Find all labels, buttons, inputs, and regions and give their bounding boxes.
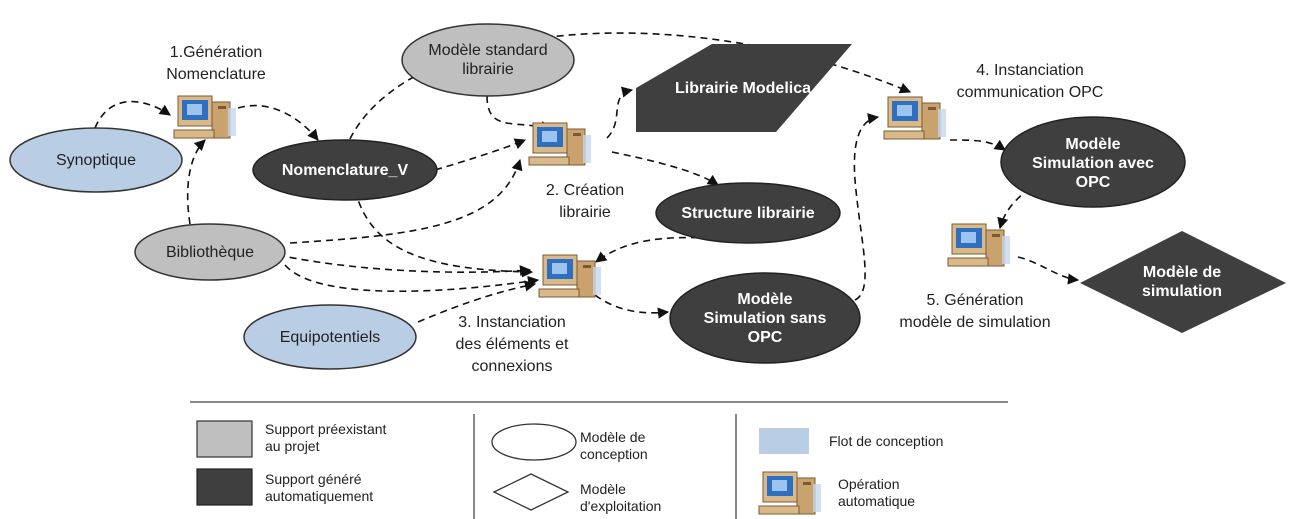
arrow-op2-to-modelica xyxy=(606,86,634,139)
arrow-bibliotheque2-to-op3 xyxy=(284,264,540,292)
node-modele-sans-opc-label: Modèle Simulation sans OPC xyxy=(703,290,827,346)
node-librairie-modelica-label: Librairie Modelica xyxy=(674,79,812,97)
computer-icon xyxy=(528,122,592,166)
arrow-op4-to-modele-avec xyxy=(949,139,1006,151)
node-equipotentiels xyxy=(243,304,417,370)
node-modele-de-simulation xyxy=(1080,231,1286,333)
step1-label: 1.Génération Nomenclature xyxy=(166,44,266,83)
node-equipotentiels-label: Equipotentiels xyxy=(279,328,381,346)
node-nomenclature-v-label: Nomenclature_V xyxy=(281,161,409,179)
arrow-bibliotheque-to-op1 xyxy=(186,139,206,225)
step5-label: 5. Génération modèle de simulation xyxy=(899,292,1051,331)
node-modele-standard xyxy=(401,23,575,97)
legend-preexistant-label: Support préexistant au projet xyxy=(265,421,387,454)
node-modele-standard-label: Modèle standard librairie xyxy=(428,42,548,78)
node-synoptique xyxy=(9,127,183,193)
arrow-standard-to-op2 xyxy=(486,95,552,132)
computer-icon xyxy=(947,223,1011,267)
arrow-nomenclature-to-op3 xyxy=(354,189,534,278)
legend-swatch-preexistant xyxy=(196,420,253,458)
node-synoptique-label: Synoptique xyxy=(55,151,137,169)
arrow-op3-to-modele-sans xyxy=(594,294,670,319)
node-nomenclature-v xyxy=(252,139,438,201)
arrow-nomenclature-to-op2 xyxy=(434,138,527,171)
arrow-synoptique-to-op1 xyxy=(94,100,171,129)
step3-label: 3. Instanciation des éléments et connexi… xyxy=(455,314,569,375)
legend-flot-label: Flot de conception xyxy=(829,433,944,449)
legend-modele-exploitation-label: Modèle d'exploitation xyxy=(580,481,662,514)
arrow-structure-to-op3 xyxy=(595,236,711,263)
legend-operation-label: Opération automatique xyxy=(838,476,916,509)
arrow-equipotentiels-to-op3 xyxy=(417,280,537,323)
node-structure-librairie-label: Structure librairie xyxy=(681,204,815,222)
legend-diamond-icon xyxy=(492,473,570,511)
step2-label: 2. Création librairie xyxy=(545,182,625,221)
node-structure-librairie xyxy=(655,182,841,244)
node-modele-sans-opc xyxy=(669,272,861,364)
legend-genere-label: Support généré automatiquement xyxy=(265,471,374,504)
legend-swatch-flot xyxy=(759,428,809,454)
arrow-op5-to-modele-simulation xyxy=(1017,256,1080,285)
legend-swatch-genere xyxy=(196,468,253,506)
legend-modele-conception-label: Modèle de conception xyxy=(580,429,648,462)
arrow-bibliotheque-to-op2 xyxy=(289,158,523,244)
computer-icon xyxy=(173,95,237,139)
node-modele-de-simulation-label: Modèle de simulation xyxy=(1141,264,1222,300)
computer-icon xyxy=(758,471,822,515)
node-bibliotheque-label: Bibliothèque xyxy=(165,243,255,261)
legend-ellipse-icon xyxy=(491,423,577,461)
node-modele-avec-opc-label: Modèle Simulation avec OPC xyxy=(1032,135,1154,191)
computer-icon xyxy=(538,254,602,298)
arrow-modele-sans-to-op4 xyxy=(853,113,880,301)
arrow-op2-to-structure xyxy=(611,151,719,186)
node-modele-avec-opc xyxy=(1000,116,1186,208)
node-bibliotheque xyxy=(134,223,286,281)
node-librairie-modelica xyxy=(636,44,852,132)
step4-label: 4. Instanciation communication OPC xyxy=(956,62,1104,101)
arrow-op1-to-nomenclature xyxy=(237,104,319,141)
